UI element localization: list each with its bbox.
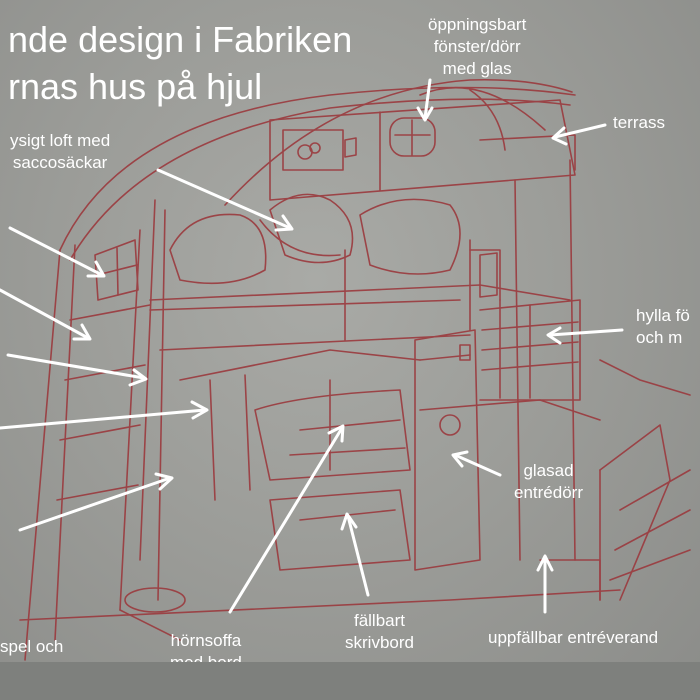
- label-window: öppningsbart fönster/dörr med glas: [428, 15, 527, 78]
- label-desk: fällbart skrivbord: [345, 611, 414, 652]
- title-line-2: rnas hus på hjul: [8, 66, 263, 107]
- label-entry-door: glasad entrédörr: [514, 461, 583, 502]
- title-line-1: nde design i Fabriken: [8, 19, 353, 60]
- label-shelf: hylla fö och m: [636, 306, 690, 347]
- label-loft: ysigt loft med saccosäckar: [10, 131, 111, 172]
- photo-bottom-edge: [0, 662, 700, 700]
- label-veranda: uppfällbar entréverand: [488, 628, 659, 647]
- label-terrace: terrass: [613, 113, 665, 132]
